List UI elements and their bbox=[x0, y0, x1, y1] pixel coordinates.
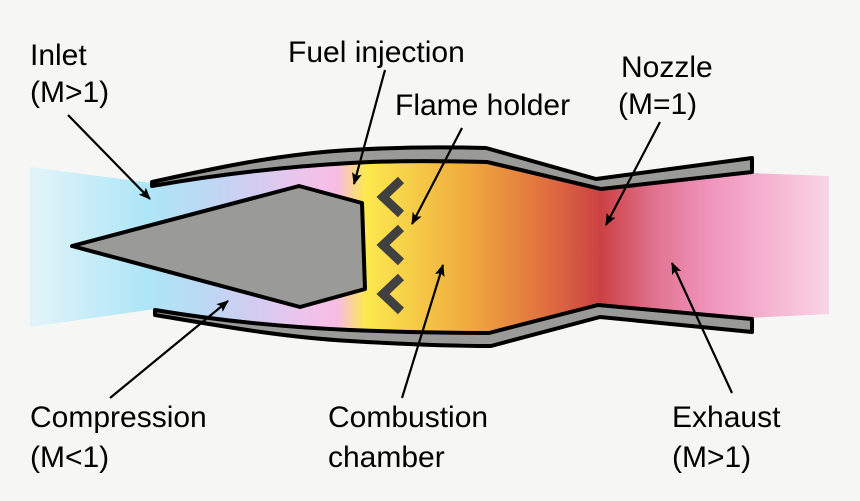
flame-holder-chevron-bottom bbox=[376, 273, 405, 315]
label-combustion-chamber-line2: chamber bbox=[328, 441, 445, 474]
label-exhaust-mach: (M>1) bbox=[672, 441, 751, 474]
compression-arrow bbox=[109, 300, 229, 399]
label-compression: Compression bbox=[30, 401, 207, 434]
label-fuel-injection: Fuel injection bbox=[288, 36, 465, 69]
inlet-arrow bbox=[67, 114, 151, 200]
label-inlet-mach: (M>1) bbox=[30, 76, 109, 109]
fuel-injection-arrow bbox=[352, 69, 387, 185]
label-nozzle: Nozzle bbox=[621, 51, 713, 84]
flame-holder-chevron-top bbox=[376, 176, 405, 218]
combustion-chamber-arrow bbox=[400, 264, 445, 399]
label-combustion-chamber: Combustion bbox=[328, 401, 488, 434]
exhaust-arrow bbox=[671, 262, 733, 394]
label-compression-mach: (M<1) bbox=[30, 441, 109, 474]
flame-holder-chevron-middle bbox=[376, 224, 405, 266]
label-flame-holder: Flame holder bbox=[395, 89, 570, 122]
label-inlet: Inlet bbox=[30, 39, 87, 72]
flame-holder-arrow bbox=[411, 127, 463, 225]
nozzle-arrow bbox=[605, 121, 661, 226]
label-nozzle-mach: (M=1) bbox=[618, 88, 697, 121]
bottom-cowl-wall bbox=[153, 303, 754, 348]
center-body-spike bbox=[70, 184, 367, 309]
label-exhaust: Exhaust bbox=[672, 401, 781, 434]
top-cowl-wall bbox=[150, 145, 754, 191]
